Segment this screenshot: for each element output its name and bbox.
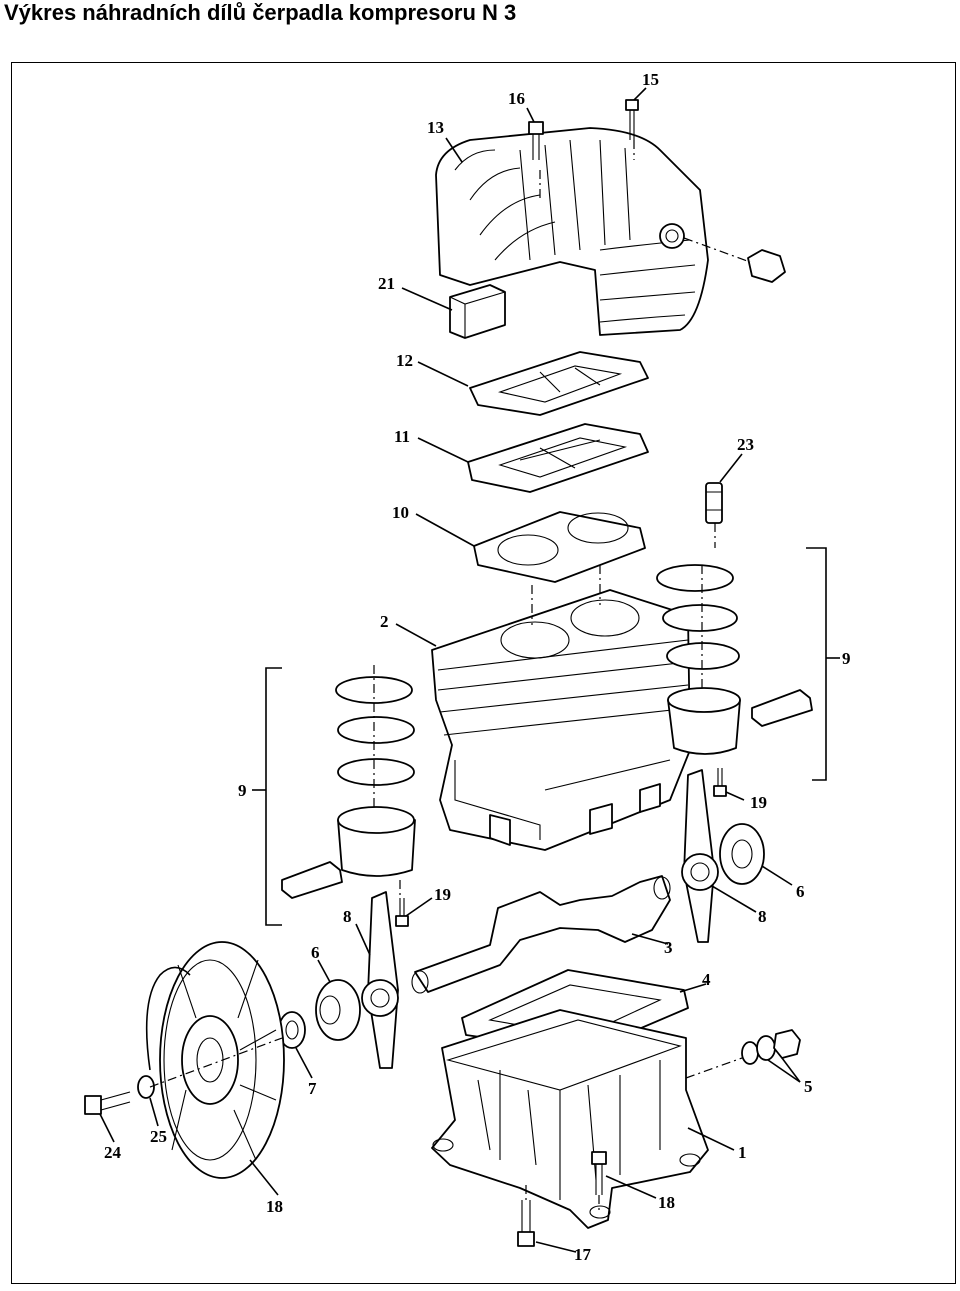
air-filter: [449, 284, 506, 339]
washer-25: [137, 1075, 155, 1099]
callout-5: 5: [804, 1077, 813, 1096]
bearing-6-left: [315, 979, 361, 1041]
piston-rings-right: [656, 564, 741, 755]
gasket-11: [467, 423, 649, 493]
callout-8-left: 8: [343, 907, 352, 926]
callout-9-left: 9: [238, 781, 247, 800]
callout-1: 1: [738, 1143, 747, 1162]
crankcase: [431, 1009, 709, 1229]
piston-rings-left: [335, 676, 416, 877]
callout-12: 12: [396, 351, 413, 370]
callout-18-right: 18: [658, 1193, 675, 1212]
callout-2: 2: [380, 612, 389, 631]
callout-10: 10: [392, 503, 409, 522]
callout-6-left: 6: [311, 943, 320, 962]
drain-plug-5: [685, 1029, 801, 1079]
crankshaft: [411, 875, 671, 994]
page-title: Výkres náhradních dílů čerpadla kompreso…: [4, 0, 517, 25]
center-lines: [149, 140, 716, 1210]
head-bolt-16: [528, 121, 544, 160]
screw-19-right: [713, 768, 727, 797]
flywheel: [145, 941, 285, 1179]
callout-23: 23: [737, 435, 754, 454]
bracket-9-left: [252, 667, 282, 926]
bolt-17: [517, 1200, 535, 1247]
callout-24: 24: [104, 1143, 122, 1162]
piston-pin-left: [281, 861, 343, 899]
oil-plug: [683, 237, 786, 283]
connecting-rod-left: [361, 891, 399, 1069]
callout-4: 4: [702, 970, 711, 989]
seal-ring-7: [278, 1011, 306, 1049]
bearing-6-right: [719, 823, 765, 885]
callout-6-right: 6: [796, 882, 805, 901]
callout-11: 11: [394, 427, 410, 446]
callout-16: 16: [508, 89, 525, 108]
callout-labels: 13 16 15 21 12 11 23 10 2 9 9 19 19 6 8 …: [104, 70, 851, 1264]
bolt-24: [84, 1091, 131, 1115]
callout-3: 3: [664, 938, 673, 957]
bracket-9-right: [806, 547, 840, 781]
callout-13: 13: [427, 118, 444, 137]
callout-21: 21: [378, 274, 395, 293]
piston-pin-right: [751, 689, 813, 727]
callout-25: 25: [150, 1127, 167, 1146]
drawing-frame: [11, 62, 956, 1284]
leader-lines: [99, 87, 801, 1253]
connecting-rod-right: [681, 769, 719, 943]
callout-19-left: 19: [434, 885, 451, 904]
callout-9-right: 9: [842, 649, 851, 668]
callout-8-right: 8: [758, 907, 767, 926]
gasket-12: [469, 351, 649, 416]
callout-15: 15: [642, 70, 659, 89]
cylinder-block: [431, 589, 691, 851]
cylinder-head: [435, 127, 709, 336]
callout-18-left: 18: [266, 1197, 283, 1216]
bolt-18-lower: [591, 1151, 607, 1195]
head-bolt-15: [625, 99, 639, 140]
valve-23: [705, 482, 723, 524]
callout-17: 17: [574, 1245, 592, 1264]
screw-19-left: [395, 898, 409, 927]
callout-19-right: 19: [750, 793, 767, 812]
callout-7: 7: [308, 1079, 317, 1098]
gasket-10: [473, 511, 646, 583]
